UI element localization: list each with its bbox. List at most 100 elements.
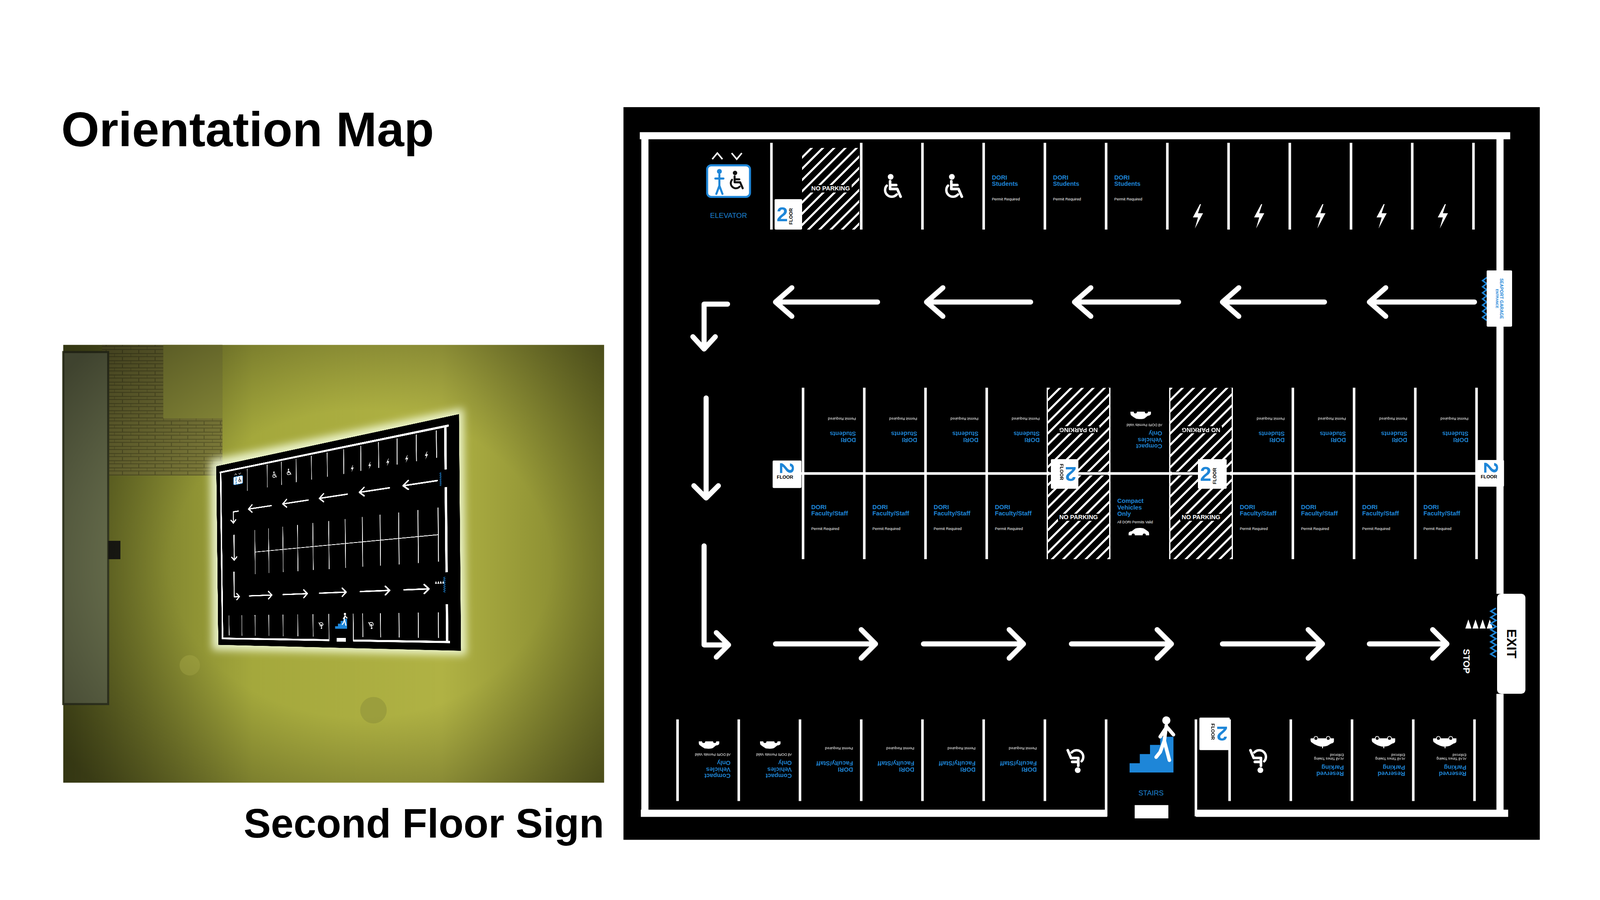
permit-note: Permit Required bbox=[995, 526, 1023, 531]
compact-car-icon bbox=[759, 740, 782, 750]
stall-label: Reserved Parking bbox=[1377, 763, 1405, 777]
sign-map-copy bbox=[216, 414, 461, 651]
parking-stall: DORI StudentsPermit Required bbox=[925, 387, 987, 472]
permit-note: Permit Required bbox=[933, 526, 962, 531]
entrance-text-group: SEAPORT GARAGEENTRANCE bbox=[1495, 278, 1504, 320]
floor-sign: 2FLOOR bbox=[1199, 717, 1230, 750]
sign-glow bbox=[210, 408, 467, 656]
elevator-icon bbox=[707, 165, 750, 198]
exit-text: EXIT bbox=[1504, 629, 1518, 659]
accessible-icon bbox=[1250, 750, 1266, 774]
floor-number: 2 bbox=[1065, 463, 1077, 485]
permit-note: Permit Required bbox=[825, 745, 853, 750]
towing-note: At All Times Towing Enforced bbox=[1311, 752, 1344, 760]
parking-stall: DORI Faculty/StaffPermit Required bbox=[864, 475, 926, 560]
stall-label: DORI Faculty/Staff bbox=[877, 759, 915, 773]
photo-vignette bbox=[63, 345, 605, 783]
elevator-person bbox=[717, 169, 723, 175]
permit-note: Permit Required bbox=[991, 197, 1020, 202]
stairs-label: STAIRS bbox=[1138, 789, 1164, 798]
elevator-chevrons bbox=[712, 152, 742, 160]
map-ground bbox=[623, 107, 1540, 840]
parking-stall: DORI Faculty/Staff Permit Required bbox=[861, 719, 923, 802]
compact-car-icon bbox=[697, 740, 721, 750]
permit-note: Permit Required bbox=[1423, 526, 1452, 531]
accessible-icon bbox=[885, 173, 901, 197]
floor-sign: 2FLOOR bbox=[774, 199, 803, 230]
stall-label: DORI Students bbox=[891, 430, 918, 443]
elevator-label: ELEVATOR bbox=[710, 211, 748, 220]
stall-label: DORI Faculty/Staff bbox=[933, 504, 971, 518]
stall-label: DORI Students bbox=[1114, 174, 1141, 188]
exit-zigzag bbox=[1490, 608, 1496, 658]
floor-word: FLOOR bbox=[1059, 463, 1065, 480]
permit-note: Permit Required bbox=[1300, 526, 1329, 531]
parking-stall: DORI Students Permit Required bbox=[1292, 387, 1355, 472]
stairs-sign: STAIRS bbox=[1120, 712, 1182, 798]
permit-note: Permit Required bbox=[1114, 197, 1143, 202]
permit-note: Permit Required bbox=[889, 416, 918, 421]
no-parking-text: NO PARKING bbox=[1180, 425, 1222, 434]
parking-stall: DORI Faculty/StaffPermit Required bbox=[1231, 475, 1293, 560]
stall-label: Compact Vehicles Only bbox=[704, 759, 731, 779]
reserved-car-icon-shape bbox=[1310, 736, 1334, 748]
stall-label: DORI Students bbox=[1319, 430, 1346, 443]
floor-word: FLOOR bbox=[1480, 474, 1497, 480]
permit-note: Permit Required bbox=[886, 745, 915, 750]
entrance-text: SEAPORT GARAGE bbox=[1499, 278, 1505, 320]
floor-number: 2 bbox=[1200, 463, 1212, 485]
permit-note: Permit Required bbox=[1317, 416, 1346, 421]
compact-car-icon-shape bbox=[698, 740, 720, 749]
towing-note: At All Times Towing Enforced bbox=[1433, 752, 1467, 760]
stall-label: Compact Vehicles Only bbox=[765, 759, 793, 779]
parking-stall: DORI StudentsPermit Required bbox=[983, 145, 1045, 230]
compact-car-icon-shape bbox=[1128, 527, 1150, 537]
stall-label: DORI Faculty/Staff bbox=[938, 759, 976, 773]
entrance-zigzag bbox=[1482, 277, 1487, 321]
parking-stall: Compact Vehicles Only All DORI Permits Va… bbox=[677, 719, 739, 802]
stairs-person bbox=[1156, 725, 1174, 760]
stall-label: DORI Faculty/Staff bbox=[1000, 759, 1037, 773]
reserved-car-icon-shape bbox=[1432, 736, 1457, 748]
parking-stall: DORI Faculty/StaffPermit Required bbox=[1415, 475, 1477, 560]
reserved-car-icon bbox=[1431, 735, 1459, 749]
traffic-arrows bbox=[692, 287, 1475, 659]
ev-charging-icon bbox=[1315, 204, 1326, 229]
parking-stall: Reserved ParkingAt All Times Towing Enfo… bbox=[1290, 719, 1353, 802]
permit-note: All DORI Permits Valid bbox=[1117, 520, 1153, 525]
stall-lines bbox=[677, 142, 1478, 817]
floor-sign: 2FLOOR bbox=[1197, 459, 1227, 489]
parking-stall: Compact Vehicles OnlyAll DORI Permits Va… bbox=[1109, 475, 1171, 560]
ev-charging-icon bbox=[1376, 204, 1387, 229]
parking-stall: DORI StudentsPermit Required bbox=[802, 387, 865, 472]
reserved-car-icon bbox=[1309, 735, 1336, 749]
stall-label: DORI Faculty/Staff bbox=[1362, 504, 1399, 518]
parking-stall: DORI Faculty/StaffPermit Required bbox=[922, 719, 984, 802]
permit-note: All DORI Permits Valid bbox=[756, 752, 792, 756]
map-copy bbox=[216, 414, 461, 651]
stall-label: DORI Students bbox=[1380, 430, 1408, 443]
parking-stall: DORI Faculty/StaffPermit Required bbox=[1354, 475, 1416, 560]
stall-label: DORI Faculty/Staff bbox=[1300, 504, 1338, 518]
permit-note: Permit Required bbox=[1052, 197, 1081, 202]
no-parking-zone: NO PARKING bbox=[802, 147, 860, 230]
stall-label: DORI Students bbox=[1013, 430, 1040, 443]
no-parking-text: NO PARKING bbox=[1180, 513, 1222, 522]
compact-car-icon-shape bbox=[760, 740, 781, 749]
permit-note: Permit Required bbox=[1440, 416, 1469, 421]
parking-stall: DORI StudentsPermit Required bbox=[1354, 387, 1416, 472]
parking-stall: Reserved ParkingAt All Times Towing Enfo… bbox=[1413, 719, 1475, 802]
permit-note: Permit Required bbox=[872, 526, 901, 531]
stall-label: DORI Students bbox=[991, 174, 1018, 188]
permit-note: All DORI Permits Valid bbox=[695, 752, 731, 756]
parking-stall: DORI Faculty/Staff Permit Required bbox=[800, 719, 862, 802]
floor-sign: 2FLOOR bbox=[772, 460, 802, 489]
stall-label: DORI Students bbox=[830, 430, 857, 443]
stall-label: DORI Faculty/Staff bbox=[816, 759, 853, 773]
ev-charging-icon bbox=[1254, 204, 1265, 229]
floor-sign: 2FLOOR bbox=[1477, 460, 1505, 487]
ev-charging-icon bbox=[1437, 204, 1448, 229]
photo-wall bbox=[63, 345, 605, 783]
entrance-text: ENTRANCE bbox=[1495, 288, 1500, 308]
compact-car-icon bbox=[1129, 410, 1153, 420]
